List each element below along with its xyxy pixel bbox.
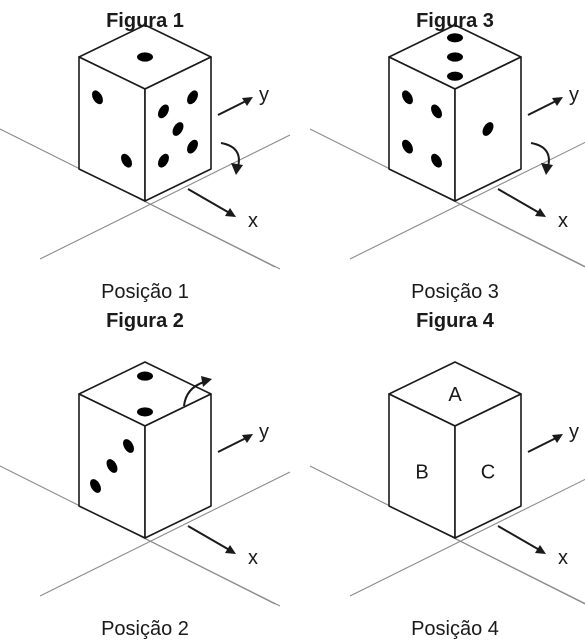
pip [447,71,463,81]
y-axis-arrowhead [242,97,253,106]
rotation-arrowhead [231,163,243,175]
axes: yx [187,421,269,569]
y-axis-arrowhead [242,434,253,443]
pip [137,407,153,417]
pip [90,479,101,493]
axes: yx [497,84,579,232]
pip [158,153,169,168]
face-label-left: B [415,462,428,484]
pip [431,104,442,119]
pip [137,52,153,62]
floor-line [139,198,276,268]
rotation-arrowhead [201,376,212,387]
figure-title: Figura 2 [106,310,184,332]
die-right-face [454,393,522,539]
x-axis-arrowhead [535,208,546,217]
face-label-top: A [448,384,462,406]
floor-line [449,198,585,268]
pip [187,139,198,154]
figure-caption: Posição 4 [411,618,499,640]
pip [402,139,413,154]
die: A B C [388,361,522,539]
x-axis-arrow [497,525,544,553]
y-axis-arrowhead [552,434,563,443]
die [388,24,522,202]
floor-line [39,471,291,597]
face-label-right: C [481,462,495,484]
pip [482,122,494,136]
pip [137,371,153,381]
pip [121,153,132,168]
rotation-arrowhead [541,163,553,175]
die [78,24,212,202]
floor-line [139,535,276,605]
y-axis-label: y [259,421,269,443]
pip [447,33,463,43]
die [78,361,212,539]
pip [402,90,413,105]
pip [447,52,463,62]
x-axis-arrow [187,525,234,553]
x-axis-arrowhead [225,545,236,554]
axes: yx [187,84,269,232]
rotation-arrow [183,381,205,407]
figure-title: Figura 4 [416,310,495,332]
pip [172,122,184,136]
figure-caption: Posição 2 [101,618,189,640]
x-axis-arrow [497,188,544,216]
rotation-arrow [220,142,240,168]
x-axis-arrowhead [225,208,236,217]
floor-line [449,535,585,605]
y-axis-arrowhead [552,97,563,106]
pip [106,459,118,473]
y-axis-label: y [569,421,579,443]
axes: yx [497,421,579,569]
pip [187,90,198,105]
x-axis-label: x [248,547,258,569]
floor-line [39,134,291,260]
floor-line [349,141,585,260]
floor-line [349,478,585,597]
figure-caption: Posição 3 [411,281,499,303]
figure-caption: Posição 1 [101,281,189,303]
pip [431,153,442,168]
pip [158,104,169,119]
figure-title: Figura 3 [416,10,494,32]
rotation-arrow [530,142,550,168]
x-axis-arrowhead [535,545,546,554]
y-axis-label: y [569,84,579,106]
x-axis-label: x [248,210,258,232]
x-axis-label: x [558,547,568,569]
pip [123,439,134,453]
x-axis-label: x [558,210,568,232]
die-right-face [144,393,212,539]
y-axis-label: y [259,84,269,106]
x-axis-arrow [187,188,234,216]
figure-title: Figura 1 [106,10,184,32]
pip [92,90,103,105]
